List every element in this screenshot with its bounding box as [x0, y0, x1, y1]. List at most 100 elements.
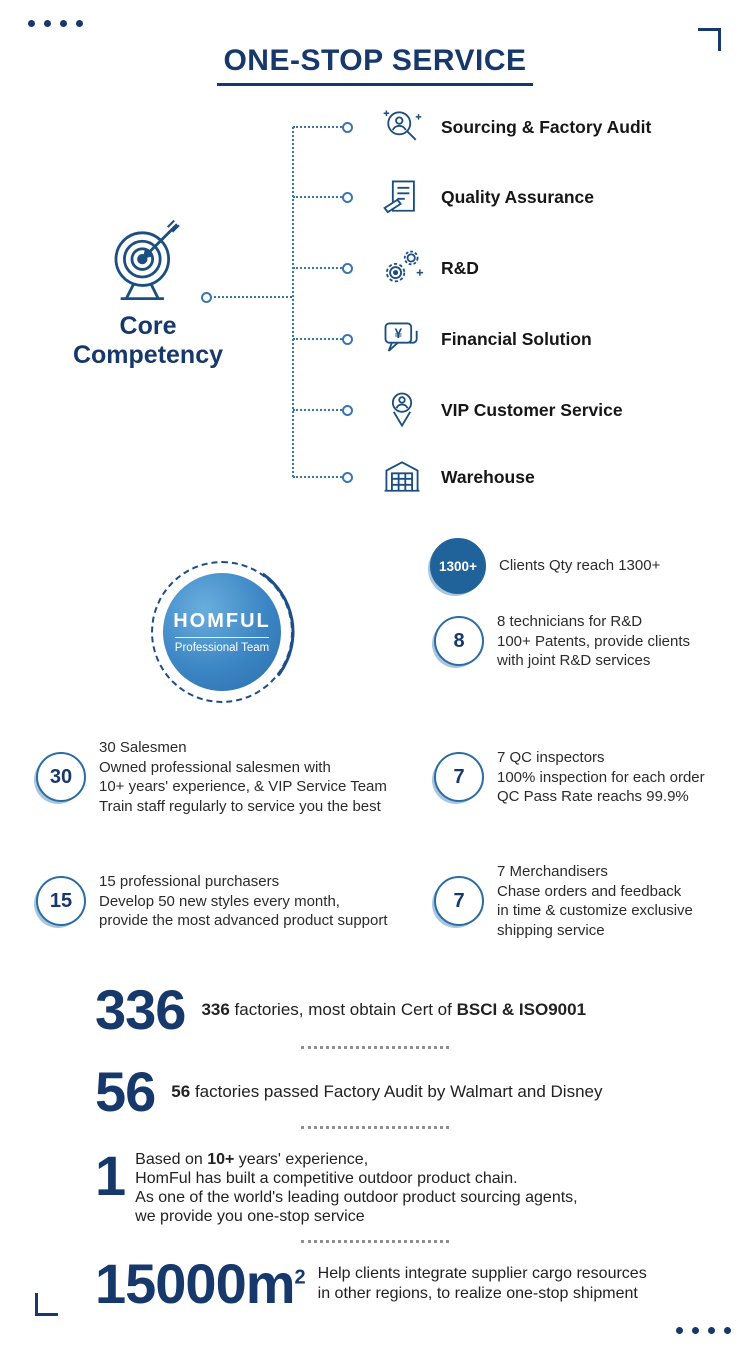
- fact-factories: 336 336 factories, most obtain Cert of B…: [95, 982, 586, 1038]
- stat-line: 100% inspection for each order: [497, 768, 705, 786]
- header: ONE-STOP SERVICE: [0, 44, 750, 86]
- fact-bold: 336: [201, 1000, 230, 1019]
- fact-number-superscript: 2: [294, 1266, 306, 1289]
- stat-qc-inspectors: 7 7 QC inspectors 100% inspection for ea…: [434, 748, 705, 807]
- stat-text: 8 technicians for R&D 100+ Patents, prov…: [497, 612, 690, 671]
- stat-merchandisers: 7 7 Merchandisers Chase orders and feedb…: [434, 862, 693, 940]
- fact-audited: 56 56 factories passed Factory Audit by …: [95, 1064, 603, 1120]
- fact-plain: factories, most obtain Cert of: [229, 1000, 457, 1019]
- stat-line: 7 QC inspectors: [497, 749, 605, 766]
- fact-text: 336 factories, most obtain Cert of BSCI …: [201, 1000, 586, 1020]
- svg-text:¥: ¥: [395, 326, 403, 341]
- service-label: R&D: [441, 257, 479, 278]
- fact-experience: 1 Based on 10+ years' experience, HomFul…: [95, 1148, 578, 1226]
- connector-node: [342, 191, 353, 203]
- service-label: Quality Assurance: [441, 186, 595, 207]
- team-badge-circle: HOMFUL Professional Team: [163, 573, 281, 691]
- stat-line: shipping service: [497, 921, 605, 939]
- branch-line: [293, 476, 342, 478]
- stat-text: 30 Salesmen Owned professional salesmen …: [99, 738, 387, 816]
- core-label-line1: Core: [119, 312, 177, 340]
- fact-number: 56: [95, 1060, 156, 1123]
- stat-text: Clients Qty reach 1300+: [499, 556, 660, 576]
- fact-bold: 56: [171, 1082, 191, 1101]
- fact-number: 1: [95, 1144, 126, 1207]
- stat-badge: 30: [36, 752, 86, 802]
- corner-bracket-bottom-left-icon: [35, 1293, 58, 1316]
- fact-line: Help clients integrate supplier cargo re…: [317, 1265, 647, 1282]
- fact-line: in other regions, to realize one-stop sh…: [317, 1285, 638, 1302]
- brand-subtitle: Professional Team: [174, 637, 270, 654]
- document-pen-icon: [379, 174, 425, 220]
- stat-line: provide the most advanced product suppor…: [99, 912, 388, 929]
- branch-line: [293, 196, 342, 198]
- connector-node: [342, 333, 353, 345]
- fact-bold: 10+: [207, 1151, 235, 1168]
- stat-line: 15 professional purchasers: [99, 873, 280, 890]
- dotted-separator: [301, 1046, 449, 1049]
- stat-line: Train staff regularly to service you the…: [99, 797, 381, 815]
- dotted-separator: [301, 1126, 449, 1129]
- team-badge-arc: [149, 559, 295, 705]
- target-icon: [100, 214, 194, 308]
- service-label: VIP Customer Service: [441, 399, 623, 420]
- stat-line: 10+ years' experience, & VIP Service Tea…: [99, 778, 387, 795]
- stat-purchasers: 15 15 professional purchasers Develop 50…: [36, 872, 388, 931]
- fact-text: Help clients integrate supplier cargo re…: [318, 1264, 647, 1304]
- stat-line: Owned professional salesmen with: [99, 758, 331, 776]
- stat-badge: 7: [434, 752, 484, 803]
- fact-line: Based on 10+ years' experience,: [135, 1150, 577, 1169]
- stat-line: with joint R&D services: [497, 652, 651, 669]
- chat-yen-icon: ¥: [379, 316, 425, 362]
- fact-number: 336: [95, 978, 186, 1041]
- stat-line: 8 technicians for R&D: [497, 613, 643, 630]
- fact-text: 56 factories passed Factory Audit by Wal…: [171, 1082, 602, 1102]
- stat-line: Clients Qty reach 1300+: [499, 557, 661, 575]
- stat-text: 7 QC inspectors 100% inspection for each…: [497, 748, 705, 807]
- fact-line: HomFul has built a competitive outdoor p…: [135, 1170, 518, 1187]
- stat-text: 15 professional purchasers Develop 50 ne…: [99, 872, 388, 931]
- dotted-separator: [301, 1240, 449, 1243]
- magnifier-person-icon: [379, 104, 425, 150]
- service-row-vip: VIP Customer Service: [293, 388, 623, 432]
- branch-line: [293, 267, 342, 269]
- core-competency-label: Core Competency: [30, 312, 266, 370]
- service-row-financial: ¥ Financial Solution: [293, 317, 592, 361]
- service-label: Warehouse: [441, 466, 535, 487]
- fact-line: As one of the world's leading outdoor pr…: [135, 1189, 578, 1206]
- service-row-rd: R&D: [293, 246, 479, 290]
- stat-badge: 15: [36, 876, 86, 927]
- fact-line: we provide you one-stop service: [135, 1208, 365, 1225]
- person-pin-icon: [379, 387, 425, 433]
- corner-dots-bottom-right-icon: [676, 1327, 731, 1334]
- stat-badge: 1300+: [430, 538, 486, 594]
- stat-salesmen: 30 30 Salesmen Owned professional salesm…: [36, 738, 387, 816]
- branch-line: [293, 126, 342, 128]
- service-label: Financial Solution: [441, 328, 592, 349]
- service-label: Sourcing & Factory Audit: [441, 116, 652, 137]
- stat-line: Chase orders and feedback: [497, 882, 682, 900]
- stat-line: 100+ Patents, provide clients: [497, 632, 691, 650]
- team-badge: HOMFUL Professional Team: [149, 559, 295, 705]
- core-label-line2: Competency: [72, 341, 224, 369]
- connector-node: [201, 292, 212, 303]
- stat-line: Develop 50 new styles every month,: [99, 892, 340, 910]
- stat-badge: 8: [434, 616, 484, 667]
- gears-icon: [379, 245, 425, 291]
- fact-text: Based on 10+ years' experience, HomFul h…: [135, 1150, 577, 1226]
- service-row-quality: Quality Assurance: [293, 175, 594, 219]
- connector-node: [342, 262, 353, 274]
- fact-plain: factories passed Factory Audit by Walmar…: [190, 1082, 603, 1101]
- service-row-warehouse: Warehouse: [293, 455, 535, 499]
- corner-bracket-top-right-icon: [698, 28, 721, 51]
- stat-badge: 7: [434, 876, 484, 926]
- fact-plain: Based on: [135, 1151, 208, 1168]
- fact-warehouse-area: 15000m2 Help clients integrate supplier …: [95, 1256, 647, 1312]
- fact-number-value: 15000m: [95, 1252, 296, 1315]
- service-row-sourcing: Sourcing & Factory Audit: [293, 105, 651, 149]
- stat-text: 7 Merchandisers Chase orders and feedbac…: [497, 862, 693, 940]
- stat-line: in time & customize exclusive: [497, 902, 693, 919]
- connector-main-line: [210, 296, 292, 298]
- stat-line: 7 Merchandisers: [497, 863, 608, 880]
- connector-node: [342, 404, 353, 416]
